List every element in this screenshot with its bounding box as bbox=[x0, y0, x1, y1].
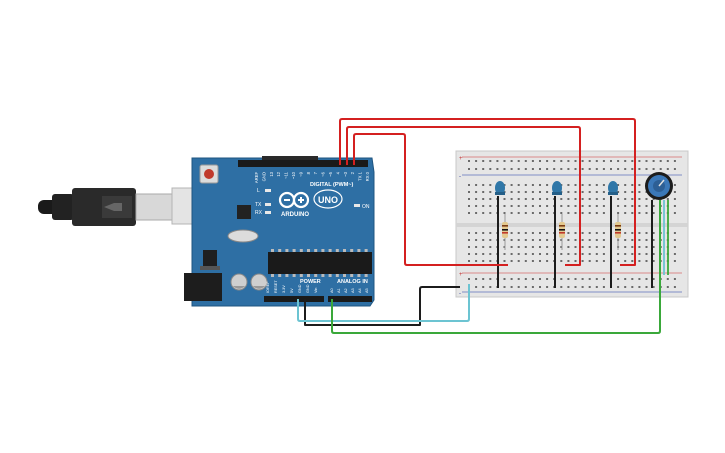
black-ground-wire bbox=[304, 286, 460, 326]
resistor-1[interactable] bbox=[502, 214, 508, 250]
resistor-3[interactable] bbox=[615, 214, 621, 250]
potentiometer[interactable] bbox=[645, 172, 673, 200]
top-pin-label: 13 bbox=[269, 171, 274, 176]
red-wire-1 bbox=[339, 118, 636, 266]
top-pin-label: 4 bbox=[335, 171, 340, 174]
resistors bbox=[502, 214, 621, 250]
top-pin-label: ~6 bbox=[321, 171, 326, 176]
top-pin-label: ~5 bbox=[328, 171, 333, 176]
power-jack[interactable] bbox=[184, 273, 222, 301]
top-pin-label: 8 bbox=[306, 171, 311, 174]
power-pin-label: IOREF bbox=[266, 281, 270, 293]
power-pin-label: RESET bbox=[274, 280, 278, 293]
power-label: POWER bbox=[300, 279, 321, 285]
top-pin-label: ~11 bbox=[284, 171, 289, 178]
usb-chip bbox=[237, 205, 251, 219]
led-l-label: L bbox=[257, 188, 260, 194]
top-pin-label: 7 bbox=[313, 171, 318, 174]
model-label: UNO bbox=[318, 195, 338, 205]
analog-pin-label: A3 bbox=[351, 288, 355, 293]
power-pin-label: 5V bbox=[290, 288, 294, 293]
usb-cable bbox=[38, 187, 219, 226]
top-pin-label: RX 0 bbox=[365, 171, 370, 181]
analog-pin-label: A4 bbox=[358, 288, 362, 293]
green-analog-wire bbox=[331, 200, 661, 334]
crystal bbox=[227, 229, 259, 243]
brand-label: ARDUINO bbox=[281, 212, 309, 218]
cyan-power-wire bbox=[297, 284, 470, 322]
breadboard: + - + - bbox=[455, 150, 689, 298]
red-wire-3 bbox=[353, 133, 508, 266]
digital-label: DIGITAL (PWM~) bbox=[310, 182, 354, 188]
analog-pin-label: A2 bbox=[344, 288, 348, 293]
rail-plus-top: + bbox=[459, 156, 463, 162]
power-pin-label: GND bbox=[298, 284, 302, 293]
analog-pin-label: A0 bbox=[330, 288, 334, 293]
rail-minus-top: - bbox=[459, 174, 461, 180]
top-pin-label: 12 bbox=[276, 171, 281, 176]
ground-jumpers bbox=[497, 196, 653, 288]
voltage-regulator bbox=[203, 250, 217, 268]
top-pin-label: GND bbox=[261, 172, 266, 181]
top-pin-label: ~9 bbox=[298, 171, 303, 176]
top-pin-label: ~10 bbox=[291, 171, 296, 179]
top-pin-label: AREF bbox=[254, 172, 259, 184]
on-label: ON bbox=[362, 204, 370, 210]
analog-header bbox=[328, 296, 372, 302]
atmega-chip bbox=[268, 252, 372, 274]
top-pin-label: 2 bbox=[350, 171, 355, 174]
led-tx-label: TX bbox=[255, 202, 262, 208]
digital-header bbox=[238, 160, 368, 167]
leds bbox=[495, 181, 618, 195]
power-pin-label: 3.3V bbox=[282, 285, 286, 293]
wires bbox=[297, 118, 669, 334]
top-pin-label: ~3 bbox=[343, 171, 348, 176]
arduino-logo bbox=[278, 189, 343, 209]
rail-minus-bottom: - bbox=[459, 291, 461, 297]
power-header bbox=[264, 296, 324, 302]
power-pin-label: GND bbox=[306, 284, 310, 293]
top-pin-label: TX 1 bbox=[358, 171, 363, 181]
rail-plus-bottom: + bbox=[459, 272, 463, 278]
led-1[interactable] bbox=[495, 181, 505, 195]
led-3[interactable] bbox=[608, 181, 618, 195]
resistor-2[interactable] bbox=[559, 214, 565, 250]
analog-pin-label: A5 bbox=[365, 288, 369, 293]
led-2[interactable] bbox=[552, 181, 562, 195]
analog-pin-label: A1 bbox=[337, 288, 341, 293]
analog-label: ANALOG IN bbox=[337, 279, 368, 285]
led-rx-label: RX bbox=[255, 210, 263, 216]
red-wire-2 bbox=[346, 126, 581, 266]
power-pin-label: Vin bbox=[314, 288, 318, 293]
